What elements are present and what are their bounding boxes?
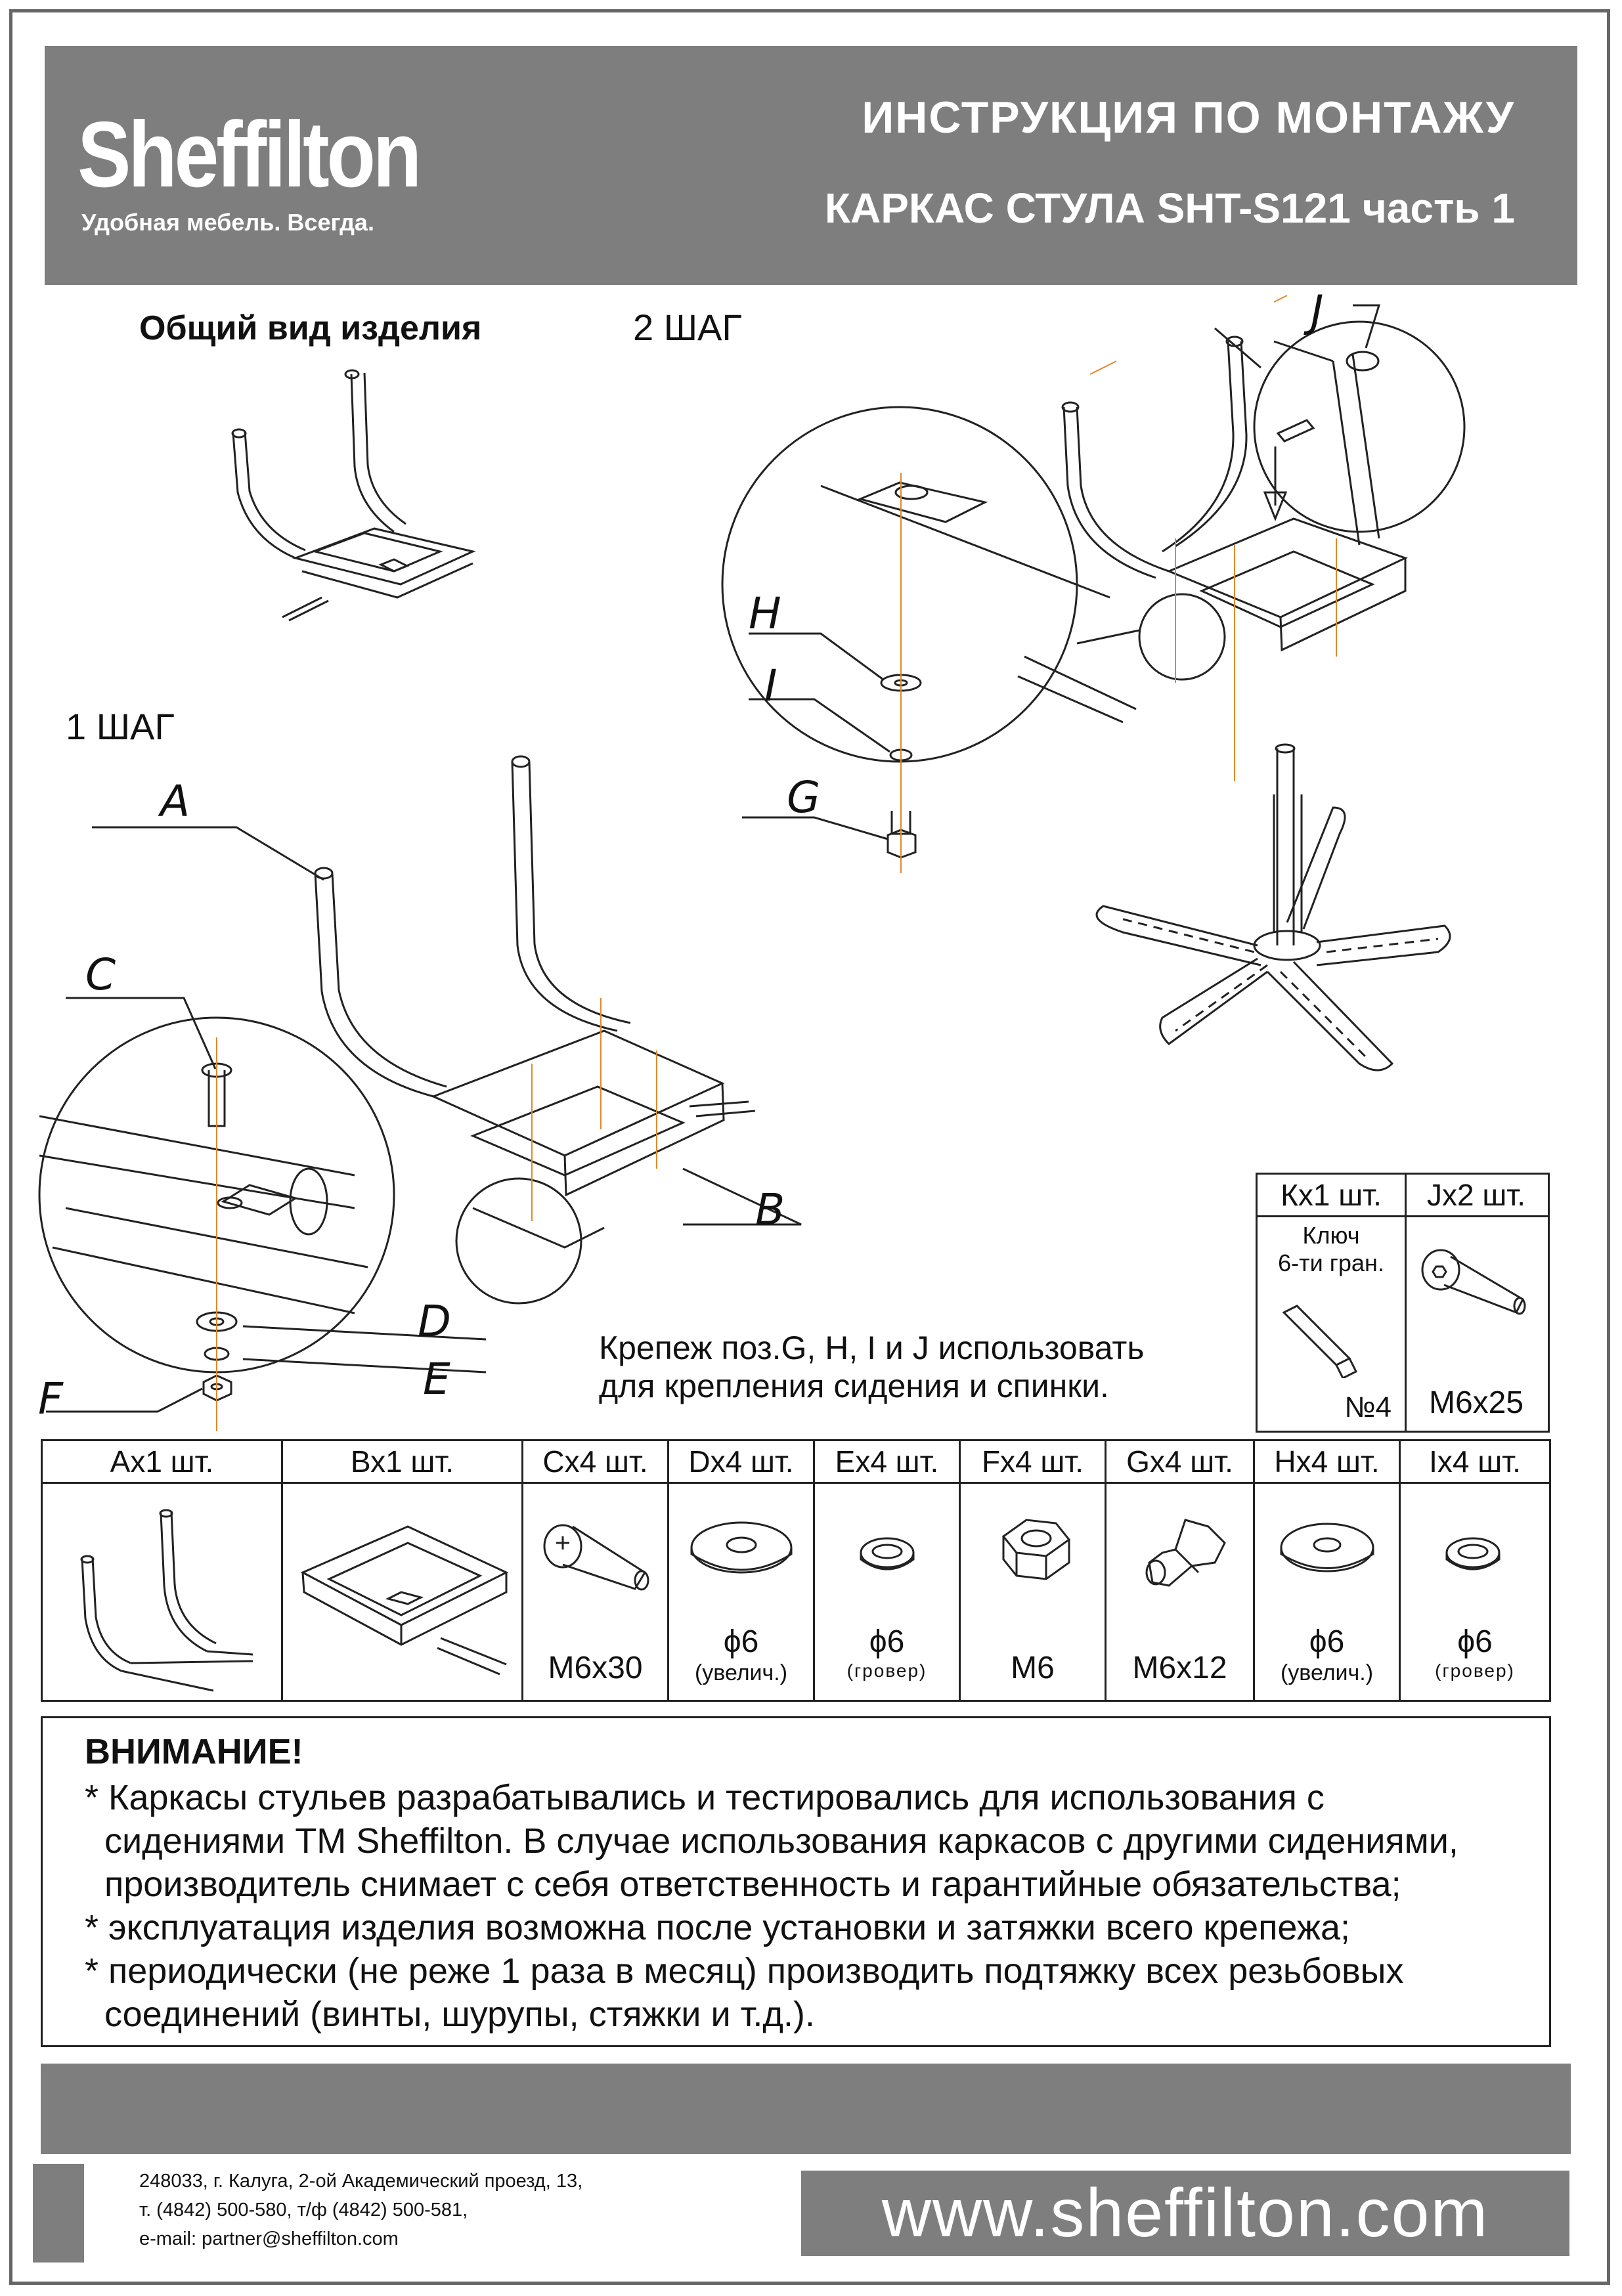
warning-line-6: соединений (винты, шурупы, стяжки и т.д.… (104, 1995, 815, 2034)
fastener-note-line1: Крепеж поз.G, H, I и J использовать (599, 1330, 1145, 1366)
key-number: №4 (1344, 1391, 1392, 1423)
footer-accent-block (33, 2164, 84, 2263)
warning-line-5: * периодически (не реже 1 раза в месяц) … (85, 1951, 1404, 1991)
label-letter-d: D (418, 1296, 451, 1347)
fastener-note-line2: для крепления сидения и спинки. (599, 1368, 1109, 1404)
warning-title: ВНИМАНИЕ! (85, 1732, 303, 1771)
label-letter-e: E (423, 1354, 450, 1404)
part-i-size: ϕ6 (1457, 1624, 1493, 1659)
tool-j-header: Jх2 шт. (1405, 1175, 1548, 1217)
part-d-size: ϕ6 (723, 1624, 759, 1659)
part-f-icon (1001, 1519, 1071, 1580)
key-label-line1: Ключ (1302, 1222, 1360, 1249)
part-c-icon (543, 1524, 649, 1591)
page-frame (9, 9, 1610, 2285)
document-subtitle: КАРКАС СТУЛА SHT-S121 часть 1 (824, 184, 1515, 232)
footer-banner (41, 2064, 1571, 2154)
footer-phone: т. (4842) 500-580, т/ф (4842) 500-581, (139, 2199, 468, 2220)
warning-line-2: сидениями ТМ Sheffilton. В случае исполь… (104, 1821, 1458, 1861)
step2-drawing (721, 295, 1466, 1072)
label-letter-g: G (787, 772, 821, 823)
part-h-header: Нх4 шт. (1255, 1441, 1399, 1484)
part-i: Iх4 шт. ϕ6 (гровер) (1401, 1441, 1549, 1700)
part-f-size: М6 (1011, 1651, 1055, 1685)
general-view-drawing (231, 369, 476, 622)
fastener-note: Крепеж поз.G, H, I и J использовать для … (599, 1329, 1144, 1405)
part-e: Ех4 шт. ϕ6 (гровер) (815, 1441, 961, 1700)
parts-table: Ах1 шт. Вх1 шт. Сх4 шт. (41, 1439, 1551, 1702)
label-letter-h: H (749, 588, 781, 639)
step2-label: 2 ШАГ (633, 307, 742, 348)
warning-box: ВНИМАНИЕ! * Каркасы стульев разрабатывал… (41, 1716, 1551, 2047)
hex-key-icon (1282, 1305, 1358, 1378)
tool-table-j-col: Jх2 шт. М6х25 (1405, 1175, 1548, 1431)
step1-drawing (38, 755, 802, 1431)
label-letter-c: C (85, 949, 116, 1000)
header-banner: Sheffilton Удобная мебель. Всегда. ИНСТР… (45, 46, 1577, 285)
part-h-note: (увелич.) (1280, 1660, 1374, 1685)
part-g-icon (1145, 1519, 1226, 1587)
general-view-label: Общий вид изделия (139, 309, 482, 347)
part-h-icon (1280, 1523, 1374, 1572)
part-b-header: Вх1 шт. (283, 1441, 521, 1484)
part-d-icon (690, 1521, 793, 1574)
warning-line-3: производитель снимает с себя ответственн… (104, 1865, 1401, 1904)
part-g: Gх4 шт. М6х12 (1107, 1441, 1255, 1700)
label-letter-i: I (764, 661, 778, 711)
part-f: Fх4 шт. М6 (961, 1441, 1107, 1700)
part-c-size: М6х30 (548, 1651, 643, 1685)
part-e-header: Ех4 шт. (815, 1441, 959, 1484)
part-e-note: (гровер) (846, 1660, 927, 1681)
part-b: Вх1 шт. (283, 1441, 523, 1700)
warning-line-1: * Каркасы стульев разрабатывались и тест… (85, 1778, 1325, 1817)
part-e-icon (860, 1537, 915, 1570)
part-b-icon (300, 1525, 509, 1676)
part-a: Ах1 шт. (43, 1441, 283, 1700)
tool-table-k-col: Кх1 шт. Ключ 6-ти гран. №4 (1258, 1175, 1407, 1431)
label-letter-f: F (38, 1374, 63, 1424)
label-letter-b: B (755, 1184, 785, 1235)
part-c-header: Сх4 шт. (523, 1441, 667, 1484)
label-letter-a: A (160, 776, 190, 827)
part-i-header: Iх4 шт. (1401, 1441, 1549, 1484)
document-title: ИНСТРУКЦИЯ ПО МОНТАЖУ (862, 93, 1515, 142)
bolt-j-size: М6х25 (1428, 1385, 1524, 1420)
part-h-size: ϕ6 (1309, 1624, 1345, 1659)
footer-website[interactable]: www.sheffilton.com (801, 2171, 1569, 2256)
part-i-note: (гровер) (1435, 1660, 1515, 1681)
tool-k-header: Кх1 шт. (1258, 1175, 1405, 1217)
part-d-note: (увелич.) (694, 1660, 788, 1685)
footer-address: 248033, г. Калуга, 2-ой Академический пр… (139, 2171, 583, 2192)
part-e-size: ϕ6 (869, 1624, 905, 1659)
bolt-j-icon (1421, 1249, 1526, 1315)
label-letter-j: J (1311, 286, 1324, 337)
footer-email[interactable]: e-mail: partner@sheffilton.com (139, 2228, 399, 2249)
part-a-icon (80, 1509, 253, 1692)
part-i-icon (1445, 1537, 1501, 1570)
key-label-line2: 6-ти гран. (1278, 1249, 1384, 1276)
brand-slogan: Удобная мебель. Всегда. (81, 209, 374, 236)
part-c: Сх4 шт. М6х30 (523, 1441, 669, 1700)
part-d-header: Dх4 шт. (669, 1441, 813, 1484)
tool-table: Кх1 шт. Ключ 6-ти гран. №4 Jх2 шт. М6х25 (1256, 1173, 1550, 1433)
part-f-header: Fх4 шт. (961, 1441, 1105, 1484)
step1-label: 1 ШАГ (66, 706, 175, 747)
part-d: Dх4 шт. ϕ6 (увелич.) (669, 1441, 815, 1700)
part-a-header: Ах1 шт. (43, 1441, 281, 1484)
brand-logo: Sheffilton (77, 102, 422, 207)
part-g-header: Gх4 шт. (1107, 1441, 1253, 1484)
part-h: Нх4 шт. ϕ6 (увелич.) (1255, 1441, 1401, 1700)
warning-line-4: * эксплуатация изделия возможна после ус… (85, 1908, 1351, 1947)
part-g-size: М6х12 (1132, 1651, 1227, 1685)
